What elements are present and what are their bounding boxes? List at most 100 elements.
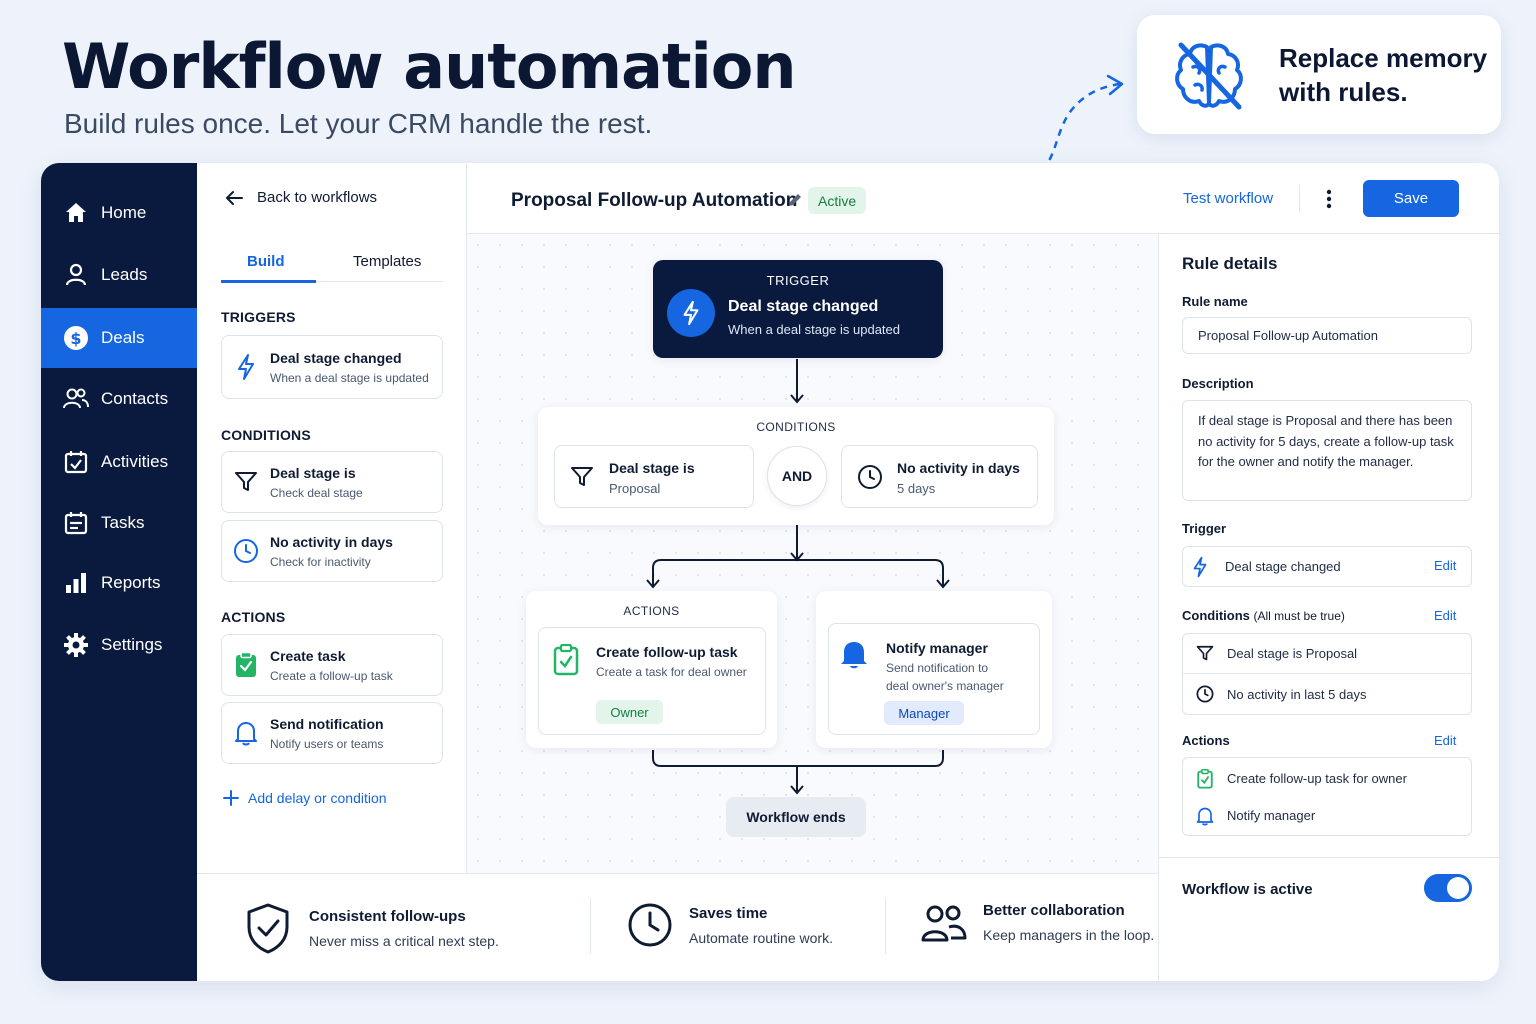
trigger-label: Trigger — [1182, 521, 1227, 536]
condition-summary-item: Deal stage is Proposal — [1227, 646, 1358, 661]
action-notify-manager-node[interactable]: Notify manager Send notification to deal… — [828, 623, 1040, 735]
footer-divider — [590, 898, 591, 954]
save-button[interactable]: Save — [1363, 180, 1459, 217]
panel-divider — [1159, 857, 1499, 858]
sidebar-item-home[interactable]: Home — [41, 183, 197, 243]
rule-name-input[interactable]: Proposal Follow-up Automation — [1182, 317, 1472, 354]
sidebar-item-leads[interactable]: Leads — [41, 245, 197, 305]
actions-node-notify: Notify manager Send notification to deal… — [816, 591, 1052, 748]
triggers-heading: TRIGGERS — [221, 309, 296, 325]
svg-text:$: $ — [70, 329, 81, 348]
add-delay-or-condition-link[interactable]: Add delay or condition — [223, 790, 387, 806]
back-label: Back to workflows — [257, 189, 378, 206]
benefit-title: Saves time — [689, 904, 768, 922]
workflow-header: Proposal Follow-up Automation Active Tes… — [467, 163, 1499, 234]
more-vertical-icon[interactable] — [1319, 187, 1339, 211]
sidebar-item-label: Leads — [101, 265, 148, 284]
brain-off-icon — [1175, 42, 1243, 109]
trigger-summary-text: Deal stage changed — [1225, 559, 1341, 574]
workflow-canvas: TRIGGER Deal stage changed When a deal s… — [467, 234, 1158, 873]
edit-trigger-link[interactable]: Edit — [1434, 558, 1457, 573]
sidebar-item-contacts[interactable]: Contacts — [41, 369, 197, 429]
trigger-node-label: TRIGGER — [766, 273, 830, 288]
condition-deal-stage-node[interactable]: Deal stage is Proposal — [554, 445, 754, 508]
filter-icon — [1183, 645, 1227, 662]
sidebar-item-deals[interactable]: $ Deals — [41, 308, 197, 368]
card-desc: When a deal stage is updated — [270, 370, 429, 385]
sidebar-item-reports[interactable]: Reports — [41, 553, 197, 613]
sidebar-item-activities[interactable]: Activities — [41, 432, 197, 492]
node-title: Deal stage is — [609, 460, 695, 476]
sidebar-item-label: Deals — [101, 328, 145, 347]
rule-name-label: Rule name — [1182, 294, 1248, 309]
callout-text: Replace memory with rules. — [1279, 42, 1488, 107]
workflow-title: Proposal Follow-up Automation — [511, 190, 798, 211]
actions-label: Actions — [1182, 733, 1230, 748]
pencil-icon[interactable] — [787, 192, 803, 208]
benefit-title: Better collaboration — [983, 902, 1125, 919]
trigger-summary: Deal stage changed — [1182, 546, 1472, 587]
trigger-node[interactable]: TRIGGER Deal stage changed When a deal s… — [653, 260, 943, 358]
users-icon — [921, 905, 967, 941]
dollar-icon: $ — [63, 325, 89, 351]
action-summary-item: Notify manager — [1227, 808, 1316, 823]
sidebar-item-label: Contacts — [101, 389, 169, 408]
benefit-desc: Keep managers in the loop. — [983, 927, 1155, 943]
and-connector: AND — [767, 446, 827, 506]
test-workflow-button[interactable]: Test workflow — [1183, 190, 1274, 207]
conditions-node-label: CONDITIONS — [756, 420, 836, 434]
actions-summary: Create follow-up task for owner Notify m… — [1182, 757, 1472, 836]
sidebar-item-settings[interactable]: Settings — [41, 615, 197, 675]
trigger-node-desc: When a deal stage is updated — [728, 322, 901, 337]
tab-templates[interactable]: Templates — [353, 253, 422, 270]
bell-icon — [222, 720, 270, 746]
workflow-ends-node: Workflow ends — [726, 797, 866, 837]
condition-no-activity-node[interactable]: No activity in days 5 days — [841, 445, 1038, 508]
arrow-left-icon — [225, 190, 243, 205]
action-summary-item: Create follow-up task for owner — [1227, 771, 1407, 786]
owner-tag: Owner — [596, 700, 663, 724]
hero-subtitle: Build rules once. Let your CRM handle th… — [64, 108, 653, 139]
back-to-workflows-link[interactable]: Back to workflows — [225, 189, 377, 206]
sidebar-item-label: Activities — [101, 452, 169, 471]
description-textarea[interactable]: If deal stage is Proposal and there has … — [1182, 400, 1472, 501]
conditions-label: Conditions (All must be true) — [1182, 608, 1345, 623]
conditions-heading: CONDITIONS — [221, 427, 311, 443]
node-title: Notify manager — [886, 640, 988, 656]
node-title: No activity in days — [897, 460, 1020, 476]
rule-details-title: Rule details — [1182, 254, 1278, 273]
workflow-active-toggle[interactable] — [1424, 874, 1472, 902]
manager-tag: Manager — [884, 701, 964, 725]
card-title: Deal stage is — [270, 464, 356, 481]
calendar-icon — [63, 510, 89, 536]
tab-build[interactable]: Build — [247, 253, 285, 270]
card-desc: Create a follow-up task — [270, 668, 393, 683]
tab-active-indicator — [221, 280, 316, 283]
edit-conditions-link[interactable]: Edit — [1434, 608, 1457, 623]
node-desc: 5 days — [897, 481, 936, 496]
calendar-check-icon — [63, 449, 89, 475]
app-window: Home Leads $ Deals Contacts Activities T… — [41, 163, 1499, 981]
status-badge: Active — [808, 187, 867, 214]
sidebar-item-tasks[interactable]: Tasks — [41, 493, 197, 553]
action-create-task-node[interactable]: Create follow-up task Create a task for … — [538, 627, 766, 735]
actions-node: ACTIONS Create follow-up task Create a t… — [526, 591, 777, 748]
bolt-icon — [667, 289, 715, 337]
builder-panel: Back to workflows Build Templates TRIGGE… — [197, 163, 467, 873]
edit-actions-link[interactable]: Edit — [1434, 733, 1457, 748]
card-desc: Check for inactivity — [270, 554, 371, 569]
add-link-label: Add delay or condition — [248, 790, 387, 806]
actions-node-label: ACTIONS — [623, 604, 680, 618]
sidebar: Home Leads $ Deals Contacts Activities T… — [41, 163, 197, 981]
clock-icon — [628, 903, 672, 947]
header-divider — [1299, 185, 1300, 213]
card-title: Create task — [270, 647, 346, 664]
clipboard-check-icon — [222, 652, 270, 678]
callout-card: Replace memory with rules. — [1137, 15, 1501, 134]
